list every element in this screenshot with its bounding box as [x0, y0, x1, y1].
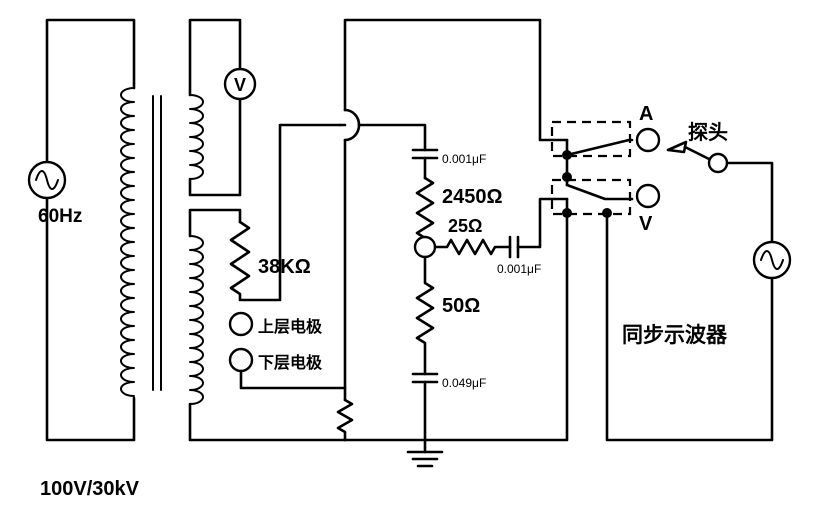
cap-top-label: 0.001μF	[442, 152, 486, 166]
upper-electrode-label: 上层电极	[258, 317, 323, 336]
upper-electrode	[228, 311, 254, 337]
transformer-rating-label: 100V/30kV	[40, 478, 140, 500]
crossover-hop	[343, 108, 361, 142]
ground	[343, 211, 569, 468]
cap-mid-label: 0.001μF	[497, 262, 541, 276]
terminal-v	[635, 183, 661, 209]
voltmeter-label: V	[234, 75, 246, 95]
voltmeter-coil	[189, 94, 204, 180]
resistor-50	[415, 255, 435, 376]
probe	[666, 140, 774, 245]
voltmeter	[223, 67, 257, 101]
resistor-38k	[229, 123, 342, 302]
resistor-2450-label: 2450Ω	[442, 186, 503, 208]
oscilloscope	[752, 240, 792, 280]
oscilloscope-label: 同步示波器	[622, 323, 728, 347]
lower-electrode-label: 下层电极	[258, 353, 323, 372]
primary-coil	[120, 87, 135, 397]
bottom-resistor	[336, 398, 354, 442]
lower-electrode	[228, 347, 347, 402]
source-frequency-label: 60Hz	[38, 206, 82, 227]
main-bus	[338, 18, 569, 390]
junction-node	[413, 235, 437, 259]
resistor-25	[433, 197, 569, 259]
resistor-50-label: 50Ω	[442, 295, 480, 317]
resistor-2450	[415, 176, 435, 240]
transformer	[120, 18, 347, 442]
hv-coil	[189, 235, 204, 405]
cap-bottom	[411, 372, 439, 442]
cap-top	[411, 148, 439, 180]
resistor-38k-label: 38KΩ	[258, 256, 311, 278]
terminal-a-label: A	[639, 103, 653, 125]
ac-source	[27, 18, 136, 442]
cap-bottom-label: 0.049μF	[442, 376, 486, 390]
resistor-25-label: 25Ω	[448, 216, 482, 236]
probe-label: 探头	[688, 121, 728, 144]
terminal-v-label: V	[639, 213, 653, 235]
terminal-a	[635, 127, 661, 153]
switch-box-v	[550, 172, 774, 442]
